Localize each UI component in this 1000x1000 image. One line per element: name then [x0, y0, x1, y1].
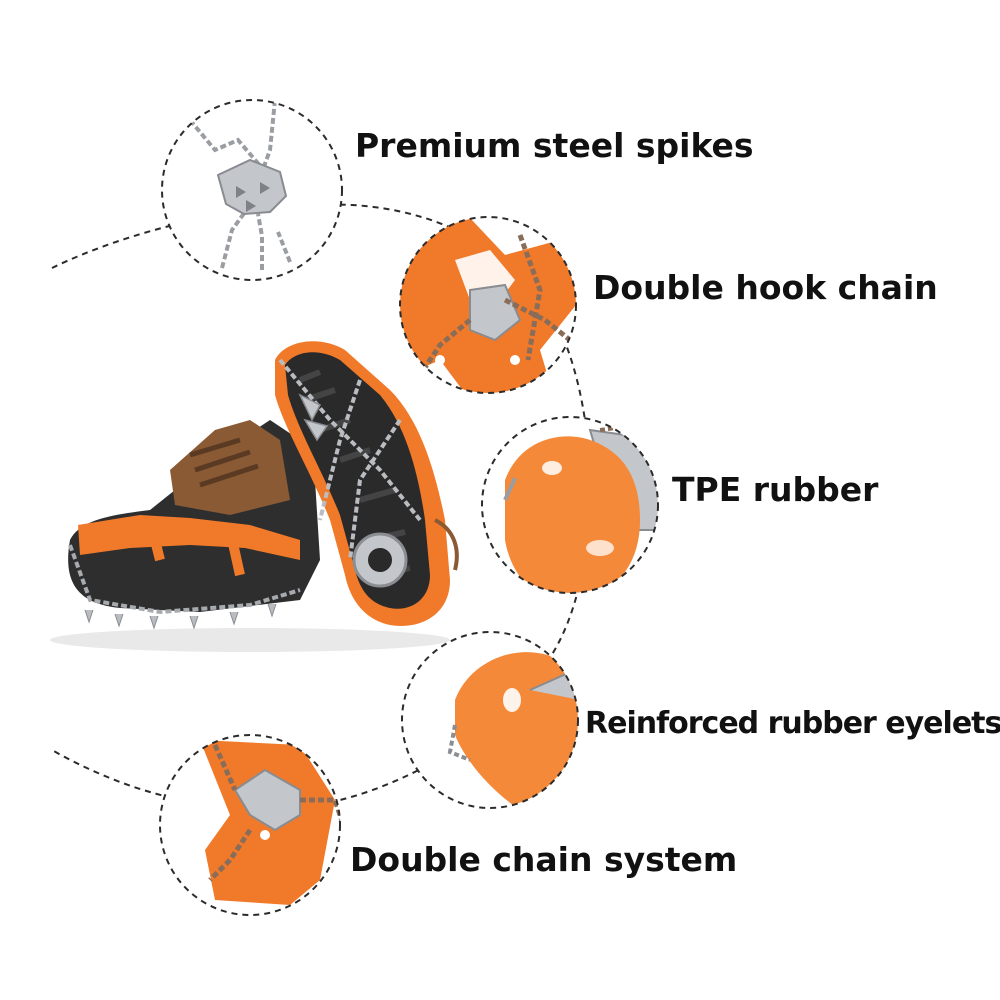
left-boot [68, 420, 320, 630]
right-boot [275, 341, 459, 626]
rubber-eyelet-icon [401, 631, 579, 809]
chain-system-icon [159, 734, 341, 916]
feature-label-steel-spikes: Premium steel spikes [355, 126, 754, 165]
feature-label-chain-system: Double chain system [350, 840, 738, 879]
hook-chain-icon [399, 216, 577, 394]
feature-label-hook-chain: Double hook chain [593, 268, 938, 307]
feature-label-tpe-rubber: TPE rubber [672, 470, 879, 509]
boots-with-crampons [50, 341, 459, 652]
feature-label-rubber-eyelets: Reinforced rubber eyelets [585, 706, 1000, 741]
rubber-harness-icon [481, 416, 659, 594]
steel-spike-plate-icon [161, 99, 343, 281]
